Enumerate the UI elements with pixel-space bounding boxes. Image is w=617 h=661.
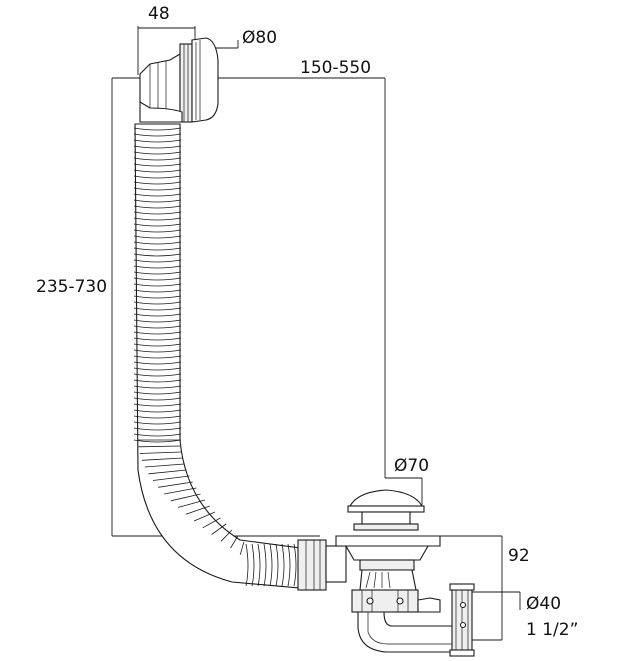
overflow-head: [139, 37, 219, 123]
hose-rib: [138, 445, 181, 448]
hose-rib: [133, 151, 182, 155]
hose-connector-nut: [297, 539, 347, 591]
plug-diameter-label: Ø70: [394, 456, 430, 476]
hose-rib: [133, 247, 182, 251]
hose-rib: [133, 175, 182, 179]
hose-rib: [133, 307, 182, 311]
hose-rib: [133, 241, 182, 245]
hose-rib: [133, 277, 182, 281]
hose-rib: [133, 193, 182, 197]
hose-rib: [133, 253, 182, 257]
hose-rib: [239, 541, 245, 555]
hose-rib: [287, 543, 291, 587]
hose-rib: [133, 169, 182, 173]
hose-rib: [177, 499, 206, 508]
hose-rib: [133, 379, 182, 383]
hose-rib: [133, 331, 182, 335]
hose-rib: [133, 145, 182, 149]
hose-rib: [133, 421, 182, 425]
hose-rib: [133, 139, 182, 143]
hose-rib: [263, 543, 267, 587]
waste-height-label: 92: [508, 546, 530, 566]
hose-rib: [193, 511, 216, 522]
hose-rib: [133, 283, 182, 287]
hose-rib: [133, 181, 182, 185]
hose-rib: [133, 295, 182, 299]
hose-rib: [133, 211, 182, 215]
hose-rib: [133, 373, 182, 377]
outlet-diameter-label: Ø40: [526, 594, 562, 614]
hose-rib: [133, 409, 182, 413]
hose-rib: [269, 543, 273, 587]
hose-rib: [202, 517, 221, 529]
hose-rib: [133, 127, 182, 131]
hose-rib: [211, 523, 227, 535]
hose-rib: [251, 543, 255, 587]
hose-rib: [141, 457, 183, 461]
hose-rib: [144, 463, 185, 468]
overflow-diameter-label: Ø80: [242, 28, 278, 48]
hose-rib: [133, 199, 182, 203]
hose-rib: [293, 543, 297, 587]
hose-rib: [275, 543, 279, 587]
hose-rib: [133, 301, 182, 305]
hose-rib: [133, 325, 182, 329]
hose-rib: [133, 337, 182, 341]
hose-rib: [133, 187, 182, 191]
hose-rib: [133, 157, 182, 161]
hose-rib: [133, 427, 182, 431]
hose-rib: [139, 451, 182, 454]
hose-rib: [133, 403, 182, 407]
hose-rib: [133, 163, 182, 167]
waste-body: [335, 489, 457, 653]
outlet-nut: [449, 583, 475, 657]
hose-rib: [133, 343, 182, 347]
hose-rib: [148, 469, 187, 475]
hose-rib: [133, 319, 182, 323]
hose-rib: [164, 487, 197, 495]
hose-rib: [133, 433, 182, 437]
hose-rib: [133, 259, 182, 263]
vertical-distance-label: 235-730: [36, 277, 108, 297]
hose-rib: [133, 217, 182, 221]
hose-rib: [133, 235, 182, 239]
hose-rib: [133, 439, 182, 443]
hose-rib: [152, 475, 190, 481]
hose-rib: [133, 271, 182, 275]
hose-rib: [133, 223, 182, 227]
hose-rib: [133, 355, 182, 359]
hose-rib: [133, 229, 182, 233]
hose-rib: [133, 415, 182, 419]
hose-rib: [133, 205, 182, 209]
hose-rib: [133, 361, 182, 365]
hose-rib: [185, 505, 210, 515]
overflow-width-label: 48: [148, 4, 170, 24]
hose-rib: [245, 543, 249, 587]
hose-rib: [281, 543, 285, 587]
hose-rib: [170, 493, 201, 502]
hose-rib: [133, 349, 182, 353]
hose-rib: [133, 265, 182, 269]
hose-rib: [133, 313, 182, 317]
dimension-lines: [111, 26, 521, 641]
hose-rib: [133, 391, 182, 395]
hose-rib: [158, 481, 193, 488]
hose-rib: [133, 133, 182, 137]
hose-rib: [133, 367, 182, 371]
flexible-hose: [133, 123, 301, 589]
hose-rib: [133, 289, 182, 293]
hose-rib: [133, 397, 182, 401]
outlet-thread-label: 1 1/2”: [526, 620, 579, 640]
hose-rib: [257, 543, 261, 587]
hose-rib: [133, 385, 182, 389]
hose-rib: [220, 529, 233, 542]
hose-rib: [230, 535, 239, 549]
horizontal-distance-label: 150-550: [300, 58, 372, 78]
